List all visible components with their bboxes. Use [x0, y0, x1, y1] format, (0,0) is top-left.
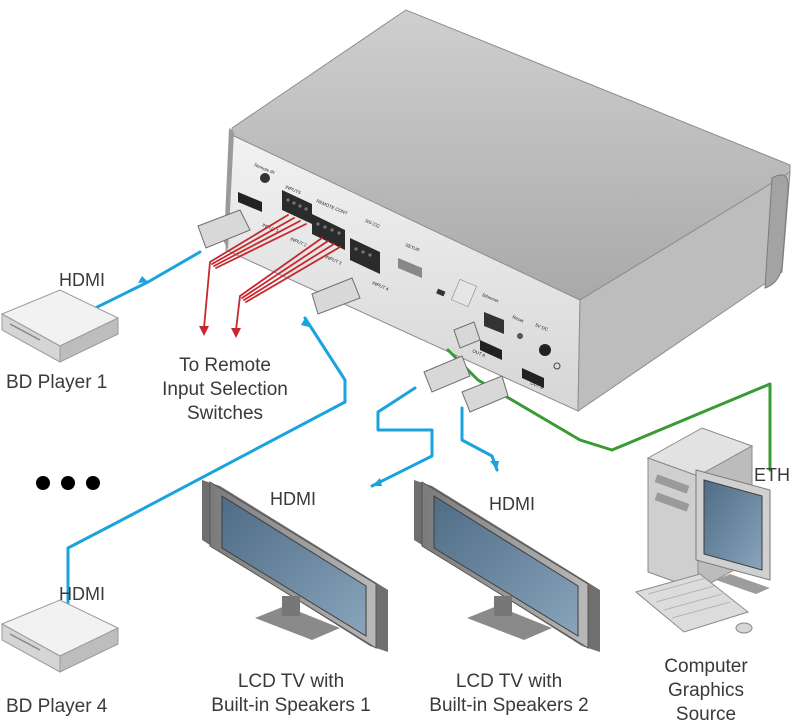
setup-label: SETUP: [405, 242, 421, 252]
hdmi-cable-tv1: [370, 386, 434, 488]
ethernet-cable: [446, 348, 772, 472]
input-2-label: INPUT 2: [290, 236, 308, 248]
arrow-tv1: [372, 478, 382, 486]
computer: [634, 427, 771, 634]
lcd-tv-1: [202, 480, 388, 652]
power-jack[interactable]: [539, 344, 551, 356]
out-a-label: OUT A: [472, 348, 486, 358]
remote-wires: [203, 214, 341, 331]
ethernet-plug: [453, 321, 481, 349]
setup-dip-switch[interactable]: [398, 258, 422, 278]
tv2-label-line2: Built-in Speakers 2: [429, 695, 588, 716]
ethernet-port[interactable]: [484, 312, 504, 334]
tv1-label-line2: Built-in Speakers 1: [211, 695, 370, 716]
bd-player-1: [0, 289, 120, 363]
power-label: 5V DC: [535, 322, 550, 332]
arrow-remote-1: [199, 326, 209, 336]
hdmi-label-tv2: HDMI: [489, 494, 535, 514]
ground-icon: [553, 362, 561, 370]
usb-port[interactable]: [436, 288, 446, 297]
reset-label: Reset: [512, 314, 525, 323]
tv1-label-line1: LCD TV with: [238, 671, 344, 692]
remote-label-line3: Switches: [187, 403, 263, 424]
input-3-label: INPUT 3: [325, 254, 343, 266]
arrow-remote-2: [231, 328, 241, 338]
tv2-label-line1: LCD TV with: [456, 671, 562, 692]
hdmi-out-b-port[interactable]: [522, 368, 544, 388]
cable-arrows: [138, 276, 499, 486]
ellipsis-dots: [36, 476, 100, 490]
hdmi-label-bd4: HDMI: [59, 584, 105, 604]
hdmi-input-1-port[interactable]: [238, 192, 262, 212]
arrow-bd1: [138, 276, 148, 283]
lcd-tv-2: [414, 480, 600, 652]
hdmi-plug-tv1: [423, 355, 471, 393]
input-4-label: INPUT 4: [372, 280, 390, 292]
hdmi-cable-tv2: [460, 406, 499, 472]
inputs-label: INPUTS: [285, 184, 302, 195]
hdmi-out-a-port[interactable]: [480, 340, 502, 360]
bd-player-1-label: BD Player 1: [6, 372, 107, 393]
remote-label-line2: Input Selection: [162, 379, 288, 400]
mouse: [735, 622, 753, 634]
hdmi-plug-bd1: [197, 209, 251, 249]
out-b-label: OUT B: [530, 380, 545, 390]
switcher-device: Remote IR INPUTS REMOTE CONT RS-232 SETU…: [224, 9, 791, 412]
pc-label-line3: Source: [676, 704, 736, 725]
hdmi-plugs: [197, 209, 509, 413]
ir-sensor: [260, 173, 270, 183]
hdmi-label-bd1: HDMI: [59, 270, 105, 290]
ethernet-label: Ethernet: [482, 292, 500, 304]
arrow-tv2: [490, 461, 499, 470]
eth-label: ETH: [754, 465, 790, 485]
remote-label-line1: To Remote: [179, 355, 271, 376]
bd-player-4-label: BD Player 4: [6, 696, 108, 717]
remote-input-terminal-1[interactable]: [282, 190, 312, 224]
pc-label-line1: Computer: [664, 656, 748, 677]
status-led-panel: [451, 278, 477, 308]
hdmi-plug-bd4: [311, 277, 361, 315]
bd-player-4: [0, 599, 120, 673]
arrow-bd4: [301, 318, 309, 327]
hdmi-label-tv1: HDMI: [270, 489, 316, 509]
labels: HDMI HDMI HDMI HDMI ETH BD Player 1 BD P…: [6, 270, 790, 725]
hdmi-plug-tv2: [461, 375, 509, 413]
pc-label-line2: Graphics: [668, 680, 744, 701]
remote-input-terminal-2[interactable]: [312, 214, 345, 250]
rs232-terminal[interactable]: [350, 238, 380, 274]
rs232-label: RS-232: [365, 218, 381, 229]
reset-button[interactable]: [517, 333, 523, 339]
input-1-label: INPUT 1: [262, 222, 280, 234]
